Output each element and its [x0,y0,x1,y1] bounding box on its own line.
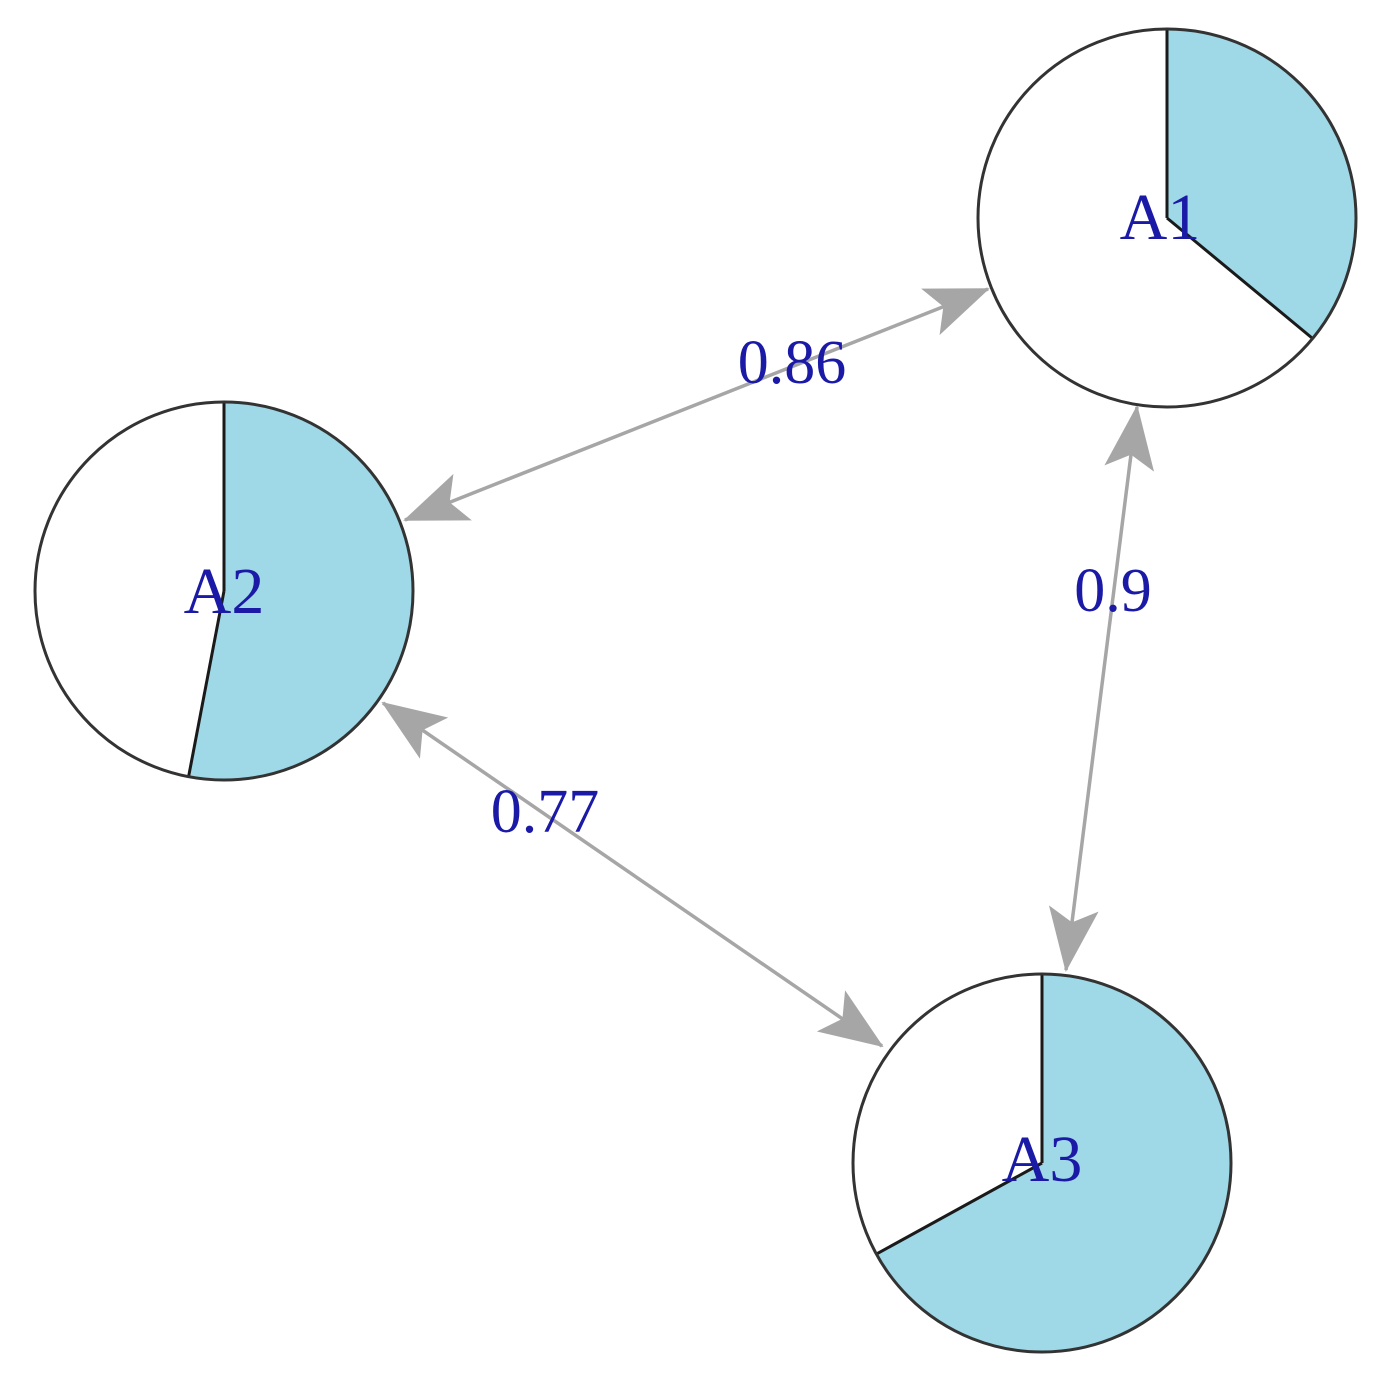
node-a3-slice [876,974,1231,1352]
edge-label-a2-a3: 0.77 [491,778,600,846]
node-a2-slice [188,402,414,780]
node-a1[interactable]: A1 [976,27,1358,409]
node-a2-label: A2 [184,555,265,628]
node-a1-label: A1 [1120,181,1201,254]
node-a1-divider-end [1166,216,1314,340]
edge-a2-a3 [381,701,884,1048]
node-a1-outline [976,27,1358,409]
edge-a1-a2 [403,287,990,522]
node-a3-label: A3 [1002,1123,1083,1196]
node-a2[interactable]: A2 [33,400,415,782]
edge-label-a1-a2: 0.86 [738,329,847,397]
node-a3[interactable]: A3 [851,972,1233,1354]
edge-label-a1-a3: 0.9 [1074,557,1152,625]
node-a3-divider-end [875,1161,1043,1256]
node-a2-divider-end [187,590,226,777]
edges [381,287,1155,1048]
edge-labels: 0.86 0.9 0.77 [491,329,1152,846]
edge-a1-a3 [1048,405,1155,972]
node-a1-slice [1167,29,1356,339]
node-a3-outline [851,972,1233,1354]
node-a2-outline [33,400,415,782]
